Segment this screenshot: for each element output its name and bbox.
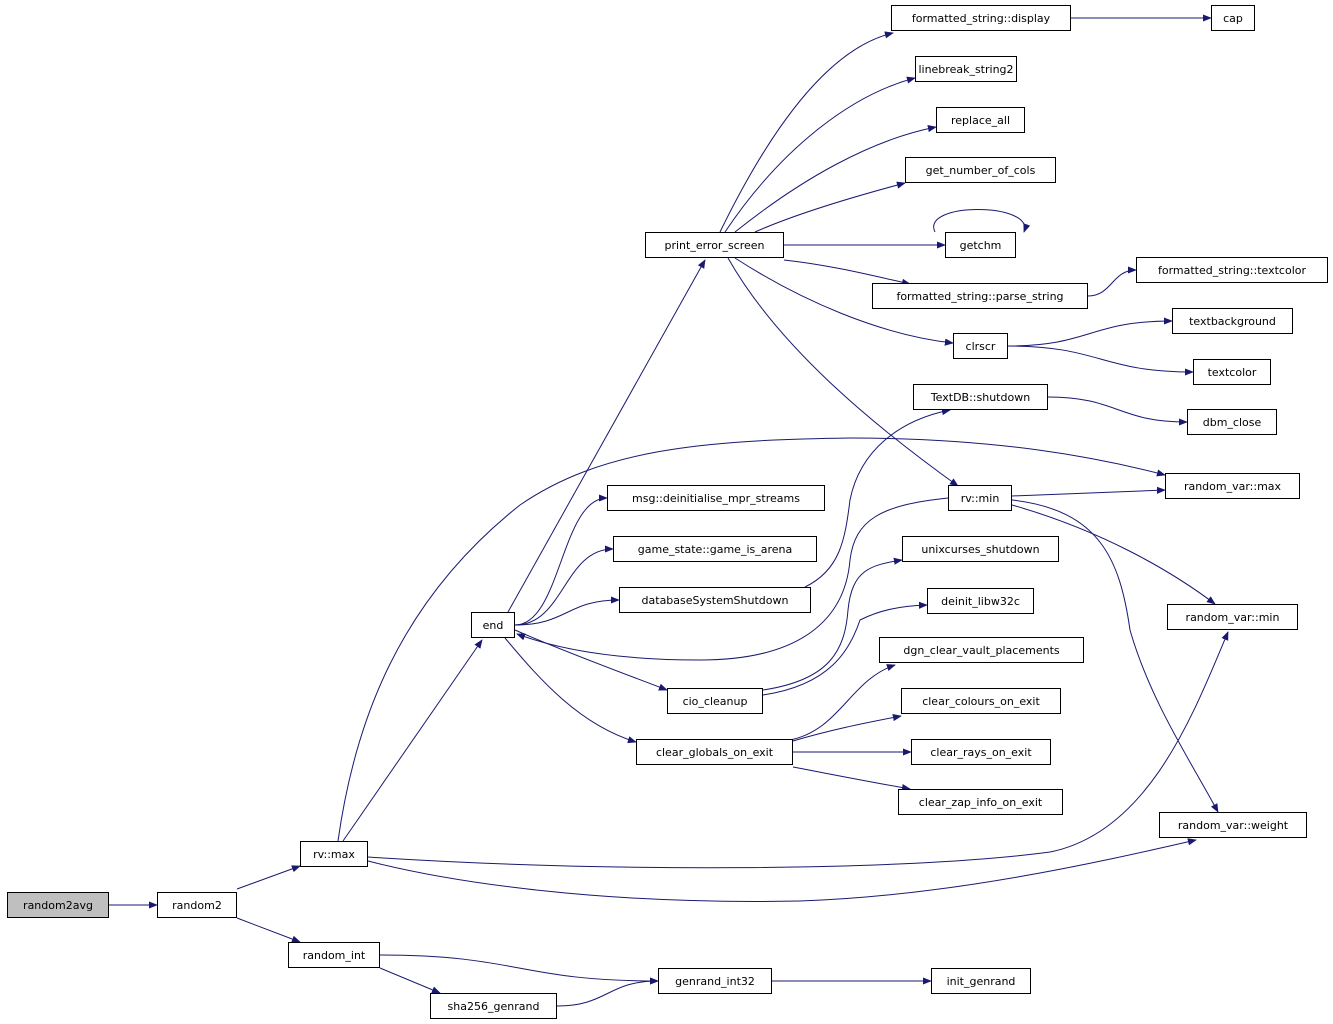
edge-getchm-to-getchm xyxy=(933,209,1031,233)
edge-cio_cleanup-to-unixcurses xyxy=(762,557,903,691)
edge-rv_max-to-rvar_max xyxy=(337,437,1166,842)
node-cio-cleanup[interactable]: cio_cleanup xyxy=(667,688,763,714)
node-clear-rays[interactable]: clear_rays_on_exit xyxy=(911,739,1051,765)
edge-print_error_screen-to-rv_min xyxy=(727,257,959,487)
edge-print_error_screen-to-replace_all xyxy=(734,125,937,233)
edge-sha256_genrand-to-genrand_int32 xyxy=(556,977,659,1007)
node-genrand-int32[interactable]: genrand_int32 xyxy=(658,968,772,994)
node-clear-globals[interactable]: clear_globals_on_exit xyxy=(636,739,793,765)
edge-rv_max-to-end xyxy=(342,639,483,842)
edge-end-to-clear_globals xyxy=(504,637,637,744)
edge-random2-to-random_int xyxy=(236,917,301,943)
edge-cio_cleanup-to-deinit_w32c xyxy=(762,601,928,696)
node-rvar-min[interactable]: random_var::min xyxy=(1167,604,1298,630)
node-sha256-genrand[interactable]: sha256_genrand xyxy=(430,993,557,1019)
node-random2[interactable]: random2 xyxy=(157,892,237,918)
edge-rv_min-to-rvar_min xyxy=(1011,504,1216,605)
edge-dbShutdown-to-textdb_shutdown xyxy=(804,408,951,588)
edge-textdb_shutdown-to-dbm_close xyxy=(1047,396,1188,426)
edge-random_int-to-sha256_genrand xyxy=(379,967,441,994)
node-rv-max[interactable]: rv::max xyxy=(300,841,368,867)
edge-end-to-dbShutdown xyxy=(514,596,620,626)
node-get-cols[interactable]: get_number_of_cols xyxy=(905,157,1056,183)
node-init-genrand[interactable]: init_genrand xyxy=(931,968,1031,994)
node-fs-textcolor[interactable]: formatted_string::textcolor xyxy=(1136,257,1328,283)
edge-random2-to-rv_max xyxy=(236,865,301,890)
node-textcolor[interactable]: textcolor xyxy=(1193,359,1271,385)
edge-rv_min-to-rvar_max xyxy=(1011,486,1166,497)
edge-print_error_screen-to-clrscr xyxy=(734,257,954,346)
edge-random_int-to-genrand_int32 xyxy=(379,954,659,985)
node-msg-deinit[interactable]: msg::deinitialise_mpr_streams xyxy=(607,485,825,511)
node-cap[interactable]: cap xyxy=(1211,5,1255,31)
edge-end-to-print_error_screen xyxy=(507,259,706,613)
node-unixcurses[interactable]: unixcurses_shutdown xyxy=(902,536,1059,562)
node-clear-zap[interactable]: clear_zap_info_on_exit xyxy=(898,789,1063,815)
node-game-is-arena[interactable]: game_state::game_is_arena xyxy=(613,536,817,562)
edge-print_error_screen-to-fs_parse xyxy=(783,259,911,286)
node-fs-parse[interactable]: formatted_string::parse_string xyxy=(872,283,1088,309)
node-dbm-close[interactable]: dbm_close xyxy=(1187,409,1277,435)
edge-clear_globals-to-clear_colours xyxy=(792,714,902,742)
edge-rv_max-to-rvar_min xyxy=(367,631,1229,869)
node-textdb-shutdown[interactable]: TextDB::shutdown xyxy=(913,384,1048,410)
node-end[interactable]: end xyxy=(471,612,515,638)
edge-fs_parse-to-fs_textcolor xyxy=(1087,266,1137,297)
edge-clear_globals-to-clear_zap xyxy=(792,766,911,792)
edge-end-to-cio_cleanup xyxy=(514,629,668,691)
edge-print_error_screen-to-get_cols xyxy=(754,181,906,233)
node-dgn-clear[interactable]: dgn_clear_vault_placements xyxy=(879,637,1084,663)
edge-clrscr-to-textbackground xyxy=(1007,317,1173,347)
edge-end-to-game_is_arena xyxy=(514,545,614,626)
node-print-error-screen[interactable]: print_error_screen xyxy=(645,232,784,258)
node-random-int[interactable]: random_int xyxy=(288,942,380,968)
node-textbackground[interactable]: textbackground xyxy=(1172,308,1293,334)
edge-rv_min-to-end xyxy=(516,497,949,661)
node-clear-colours[interactable]: clear_colours_on_exit xyxy=(901,688,1061,714)
edge-print_error_screen-to-linebreak xyxy=(724,76,916,233)
edge-rv_max-to-rvar_weight xyxy=(367,838,1197,902)
edge-print_error_screen-to-fs_display xyxy=(719,31,894,233)
node-dbShutdown[interactable]: databaseSystemShutdown xyxy=(619,587,811,613)
node-random2avg[interactable]: random2avg xyxy=(7,892,109,918)
node-fs-display[interactable]: formatted_string::display xyxy=(891,5,1071,31)
node-getchm[interactable]: getchm xyxy=(945,232,1016,258)
node-rvar-max[interactable]: random_var::max xyxy=(1165,473,1300,499)
node-clrscr[interactable]: clrscr xyxy=(953,333,1008,359)
edge-end-to-msg_deinit xyxy=(514,494,608,626)
edge-clear_globals-to-dgn_clear xyxy=(789,664,896,741)
edge-clrscr-to-textcolor xyxy=(1007,345,1194,376)
node-deinit-w32c[interactable]: deinit_libw32c xyxy=(927,588,1034,614)
edge-rv_min-to-rvar_weight xyxy=(1011,499,1219,813)
node-replace-all[interactable]: replace_all xyxy=(936,107,1025,133)
node-linebreak[interactable]: linebreak_string2 xyxy=(915,56,1017,82)
node-rv-min[interactable]: rv::min xyxy=(948,485,1012,511)
node-rvar-weight[interactable]: random_var::weight xyxy=(1159,812,1307,838)
